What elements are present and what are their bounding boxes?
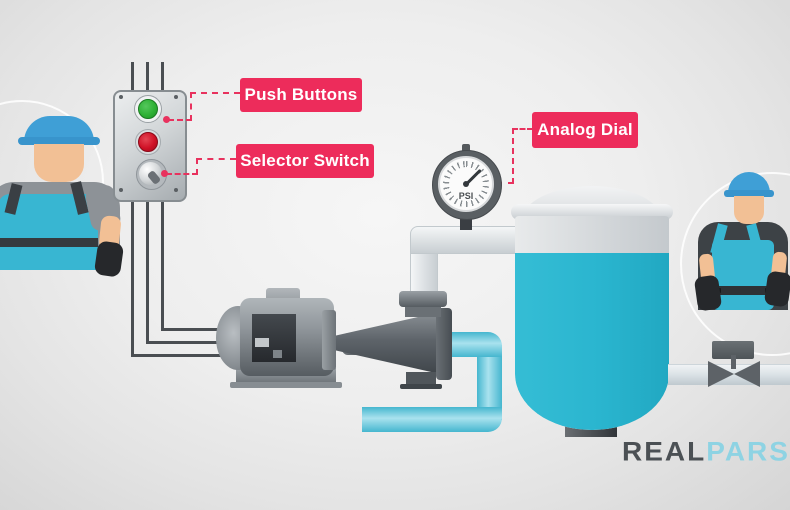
tank-inlet-pipe (410, 226, 518, 254)
connector-line (512, 128, 514, 184)
push-buttons-label: Push Buttons (240, 78, 362, 112)
valve-body-left (708, 361, 734, 387)
motor-wire (161, 328, 223, 331)
panel-wire (161, 62, 164, 92)
motor-wire (131, 354, 223, 357)
worker-right-hard-hat (728, 172, 770, 194)
pump-cone (336, 312, 440, 374)
panel-screw (119, 188, 123, 192)
worker-right-glove (763, 270, 790, 308)
connector-line (168, 119, 192, 121)
selector-switch-label-text: Selector Switch (240, 151, 370, 170)
connector-line (190, 92, 240, 94)
connector-line (196, 158, 236, 160)
push-buttons-label-text: Push Buttons (244, 85, 358, 104)
worker-left-glove (93, 240, 125, 278)
worker-left-belt (0, 238, 98, 247)
panel-screw (174, 188, 178, 192)
motor-wire (131, 196, 134, 357)
worker-left-hat-brim (18, 137, 100, 145)
motor-nameplate-small (273, 350, 282, 358)
panel-wire (146, 62, 149, 92)
motor-foot-plate (230, 382, 342, 388)
gauge-unit-label: PSI (458, 191, 474, 201)
logo-text-pars: PARS (706, 436, 790, 467)
worker-right-overalls (712, 240, 774, 310)
motor-nameplate (255, 338, 269, 347)
pump-foot-plate (400, 384, 442, 389)
pump-discharge-flange (436, 308, 452, 380)
valve-handle (712, 341, 754, 359)
selector-switch-label: Selector Switch (236, 144, 374, 178)
analog-dial-label: Analog Dial (532, 112, 638, 148)
discharge-pipe-top (446, 332, 502, 357)
connector-line (512, 128, 533, 130)
pump-inlet-flange (399, 291, 447, 307)
worker-right-belt (712, 286, 774, 295)
panel-screw (174, 95, 178, 99)
motor-wire (146, 196, 149, 344)
worker-right-hat-brim (724, 190, 774, 197)
discharge-pipe-bottom (362, 407, 502, 432)
panel-screw (119, 95, 123, 99)
worker-right-glove (693, 274, 723, 312)
connector-dot (161, 170, 168, 177)
motor-drive-end (322, 310, 336, 370)
connector-dot (163, 116, 170, 123)
connector-line (496, 182, 514, 184)
gauge-needle-hub (463, 181, 469, 187)
tank-liquid (515, 253, 669, 430)
realpars-logo: REALPARS (622, 437, 790, 467)
worker-left-face (34, 144, 84, 182)
connector-line (196, 158, 198, 175)
connector-line (166, 173, 198, 175)
pump-foot (406, 372, 436, 386)
motor-wire (161, 196, 164, 331)
logo-text-real: REAL (622, 436, 707, 467)
tank-body (515, 216, 669, 430)
green-push-button (138, 99, 158, 119)
worker-right-face (734, 196, 764, 224)
motor-wire (146, 341, 223, 344)
valve-body-right (734, 361, 760, 387)
panel-wire (131, 62, 134, 92)
gauge-top-nub (462, 144, 470, 152)
analog-dial-label-text: Analog Dial (537, 120, 633, 139)
red-push-button (138, 132, 158, 152)
connector-line (190, 92, 192, 121)
